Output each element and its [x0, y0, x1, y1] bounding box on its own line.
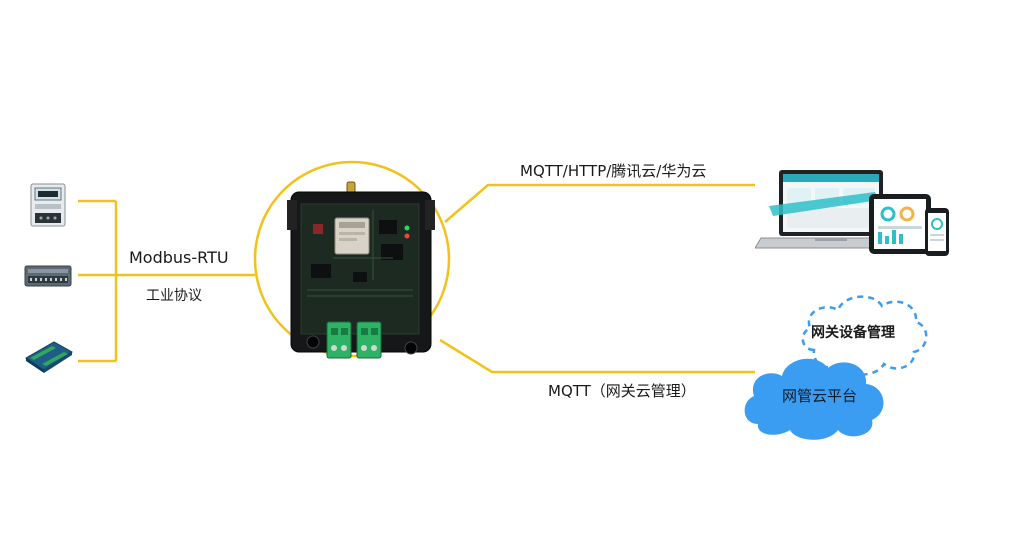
plc-module-icon	[24, 263, 72, 289]
device-bracket	[78, 201, 255, 361]
protocol-subtitle: 工业协议	[146, 285, 202, 305]
electric-meter-icon	[30, 183, 66, 227]
gateway-link-label: MQTT（网关云管理）	[548, 380, 696, 401]
io-module-icon	[24, 338, 74, 374]
cloud-link-label: MQTT/HTTP/腾讯云/华为云	[520, 160, 706, 181]
protocol-label: Modbus-RTU	[129, 248, 229, 267]
dashboard-devices-icon	[755, 166, 955, 262]
gateway-management-label: 网关设备管理	[811, 322, 895, 342]
cloud-platform-label: 网管云平台	[782, 385, 857, 406]
link-line-bottom	[440, 340, 755, 372]
iot-gateway-device-icon	[283, 180, 438, 370]
link-line-top	[445, 185, 755, 222]
